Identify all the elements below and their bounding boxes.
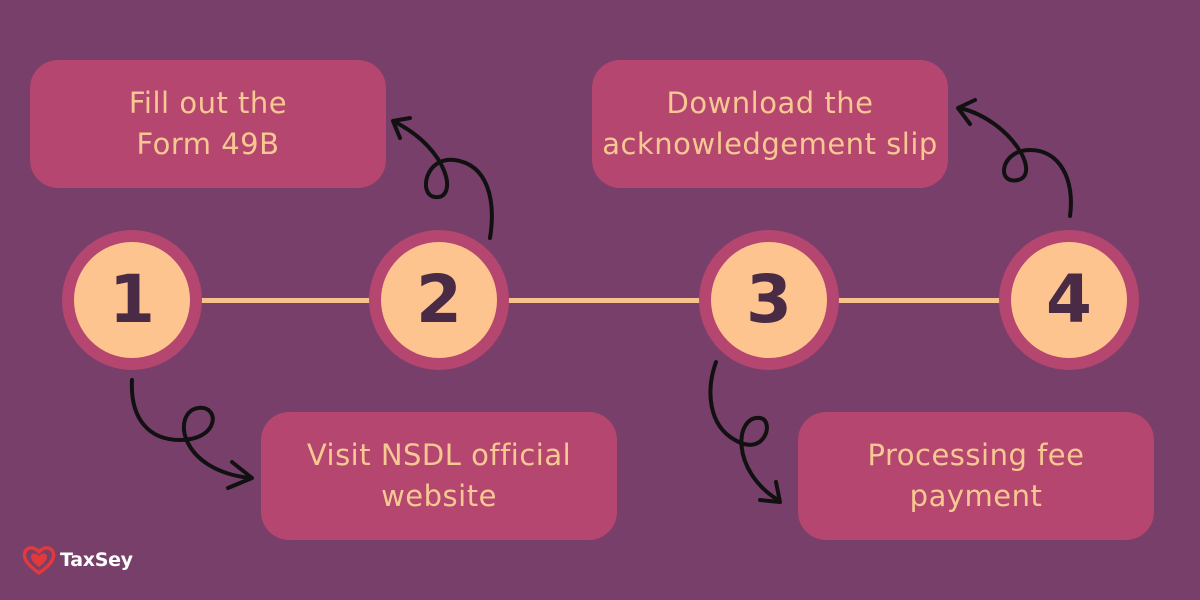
step-3-card: Processing fee payment xyxy=(798,412,1154,540)
step-3-card-line-2: payment xyxy=(909,479,1043,513)
brand-logo: TaxSey xyxy=(22,545,133,575)
step-3-number: 3 xyxy=(711,242,827,358)
step-2-card-line-2: Form 49B xyxy=(136,127,280,161)
arrow-1-head xyxy=(226,460,254,490)
step-1-number: 1 xyxy=(74,242,190,358)
step-2-card-line-1: Fill out the xyxy=(128,86,288,120)
arrow-3-head xyxy=(758,480,782,504)
arrow-1-curve xyxy=(129,378,252,480)
step-1-circle: 1 xyxy=(62,230,202,370)
heart-icon xyxy=(22,546,56,575)
step-2-circle: 2 xyxy=(369,230,509,370)
step-4-number: 4 xyxy=(1011,242,1127,358)
step-2-number: 2 xyxy=(381,242,497,358)
connector-2-3 xyxy=(506,298,702,303)
arrow-3-curve xyxy=(708,360,780,502)
step-4-card-line-1: Download the xyxy=(666,86,874,120)
step-3-circle: 3 xyxy=(699,230,839,370)
arrow-2-curve xyxy=(393,120,494,240)
step-4-card: Download the acknowledgement slip xyxy=(592,60,948,188)
connector-1-2 xyxy=(200,298,372,303)
arrow-2-head xyxy=(391,116,412,140)
step-1-card-line-1: Visit NSDL official xyxy=(306,438,572,472)
brand-name: TaxSey xyxy=(60,549,133,571)
step-1-card-line-2: website xyxy=(381,479,497,513)
step-1-card: Visit NSDL official website xyxy=(261,412,617,540)
arrow-4-head xyxy=(956,98,977,126)
step-4-card-line-2: acknowledgement slip xyxy=(602,127,938,161)
connector-3-4 xyxy=(836,298,1004,303)
step-3-card-line-1: Processing fee xyxy=(867,438,1085,472)
step-4-circle: 4 xyxy=(999,230,1139,370)
arrow-4-curve xyxy=(958,106,1073,218)
step-2-card: Fill out the Form 49B xyxy=(30,60,386,188)
